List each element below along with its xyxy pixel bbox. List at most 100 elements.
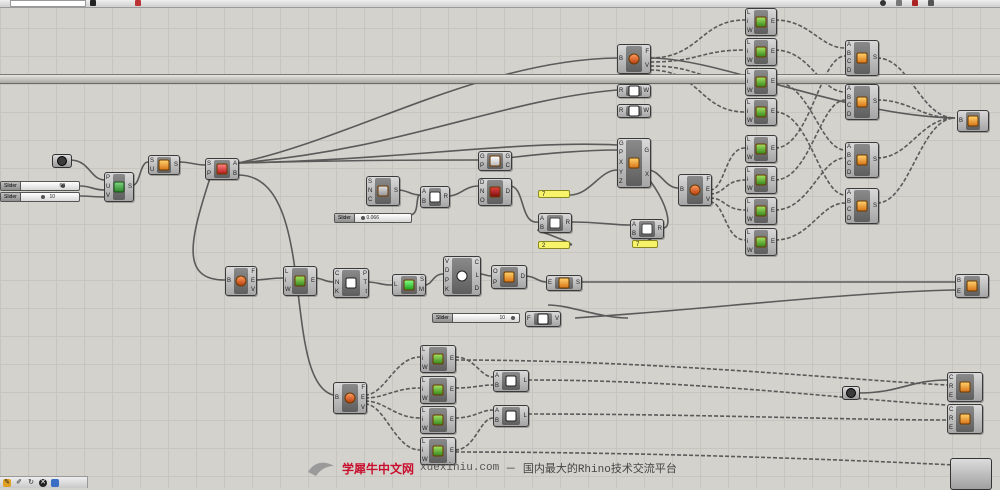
close-icon[interactable]: ✕ <box>39 478 47 487</box>
record-icon[interactable] <box>135 0 141 6</box>
loft-icon <box>403 279 415 291</box>
surface-icon <box>856 154 868 166</box>
point-icon <box>377 185 389 197</box>
surface-icon <box>113 181 125 193</box>
panel[interactable]: 2 <box>538 241 570 249</box>
list-icon <box>755 236 767 248</box>
list-icon <box>755 16 767 28</box>
surface-icon <box>856 52 868 64</box>
slider-label: Slider <box>433 314 453 322</box>
rotate-icon[interactable]: ↻ <box>28 478 34 486</box>
expression-component[interactable]: F V <box>525 311 561 327</box>
flag-icon[interactable] <box>51 478 59 487</box>
bbox-component-1[interactable]: R W <box>617 84 651 98</box>
graph-icon <box>489 155 501 167</box>
bbox-component-2[interactable]: R W <box>617 104 651 118</box>
pen-icon[interactable]: ✐ <box>16 478 22 486</box>
slider-count[interactable]: Slider 10 <box>432 313 520 323</box>
extrude-component[interactable]: E S <box>546 275 582 291</box>
watermark-site: 学犀牛中文网 <box>342 461 415 476</box>
pin-icon[interactable] <box>90 0 96 6</box>
group-band <box>0 74 1000 84</box>
wire-display-icon[interactable] <box>896 0 902 6</box>
slider-knob[interactable] <box>361 216 365 220</box>
watermark: 学犀牛中文网 xuexiniu.com － 国内最大的Rhino技术交流平台 <box>306 456 756 480</box>
bake-icon <box>966 280 978 292</box>
list-icon <box>432 445 444 457</box>
slider-factor[interactable]: Slider 0.066 <box>334 213 412 223</box>
brep-icon <box>959 381 971 393</box>
slider-knob[interactable] <box>511 316 515 320</box>
rotate-icon <box>456 270 468 282</box>
geometry-param[interactable] <box>842 386 860 400</box>
watermark-url: xuexiniu.com <box>420 462 500 474</box>
slider-knob[interactable] <box>61 184 65 188</box>
slider-knob[interactable] <box>41 195 45 199</box>
search-field[interactable] <box>10 0 86 7</box>
brep-icon <box>158 159 170 171</box>
preview-icon[interactable] <box>880 0 886 6</box>
range-icon <box>549 217 561 229</box>
lock-icon[interactable]: ✎ <box>3 478 11 487</box>
panel[interactable]: 7 <box>632 240 658 248</box>
merge-component[interactable]: B <box>957 110 989 132</box>
slider-u[interactable]: Slider 60 <box>0 181 80 191</box>
slider-value: 60 <box>59 183 65 189</box>
param-icon <box>846 388 856 398</box>
selected-icon[interactable] <box>928 0 934 6</box>
surface-icon <box>856 96 868 108</box>
corner-component[interactable] <box>950 458 992 490</box>
list-icon <box>755 46 767 58</box>
slider-v[interactable]: Slider 10 <box>0 192 80 202</box>
panel[interactable]: 7 <box>538 190 570 198</box>
slider-value: 10 <box>499 315 505 321</box>
boolean-param[interactable] <box>52 154 72 168</box>
list-icon <box>432 353 444 365</box>
domain-icon <box>628 157 640 169</box>
rhino-logo-icon <box>308 462 334 476</box>
bottom-toolbar: ✎ ✐ ↻ ✕ <box>0 476 88 488</box>
watermark-slogan: － 国内最大的Rhino技术交流平台 <box>505 464 677 476</box>
shaded-icon[interactable] <box>912 0 918 6</box>
